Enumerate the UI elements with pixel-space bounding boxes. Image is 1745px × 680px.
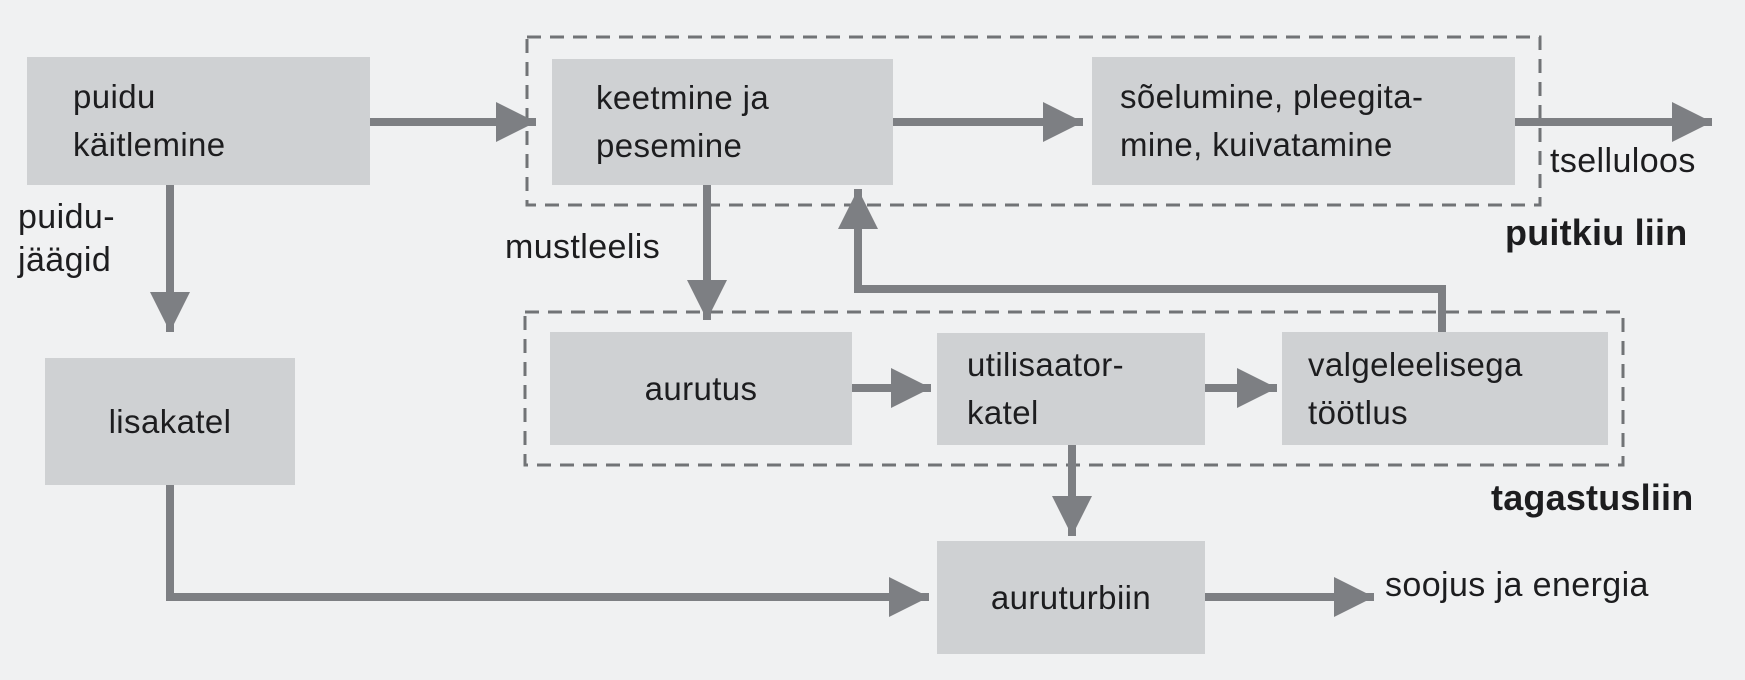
label-tagastusliin: tagastusliin <box>1491 477 1694 518</box>
node-aurutus: aurutus <box>550 332 852 445</box>
label-mustleelis: mustleelis <box>505 228 661 266</box>
node-puidu-kaitlemine: puidu käitlemine <box>27 57 370 185</box>
node-valgeleelisega-tootlus: valgeleelisega töötlus <box>1282 332 1608 445</box>
label-puitkiu-liin: puitkiu liin <box>1505 212 1688 253</box>
node-auruturbiin: auruturbiin <box>937 541 1205 654</box>
arrow-lisakatel-to-auruturbiin <box>166 485 929 617</box>
node-soelumine-pleegitamine: sõelumine, pleegita- mine, kuivatamine <box>1092 57 1515 185</box>
label-tselluloos: tselluloos <box>1550 142 1696 180</box>
node-keetmine-pesemine: keetmine ja pesemine <box>552 59 893 185</box>
arrow-valgeleelisega-to-keetmine-loop <box>838 189 1446 332</box>
label-puidu-jaagid: puidu- jäägid <box>18 198 115 279</box>
label-soojus-ja-energia: soojus ja energia <box>1385 566 1649 604</box>
node-utilisaatorkatel: utilisaator- katel <box>937 333 1205 445</box>
node-lisakatel: lisakatel <box>45 358 295 485</box>
